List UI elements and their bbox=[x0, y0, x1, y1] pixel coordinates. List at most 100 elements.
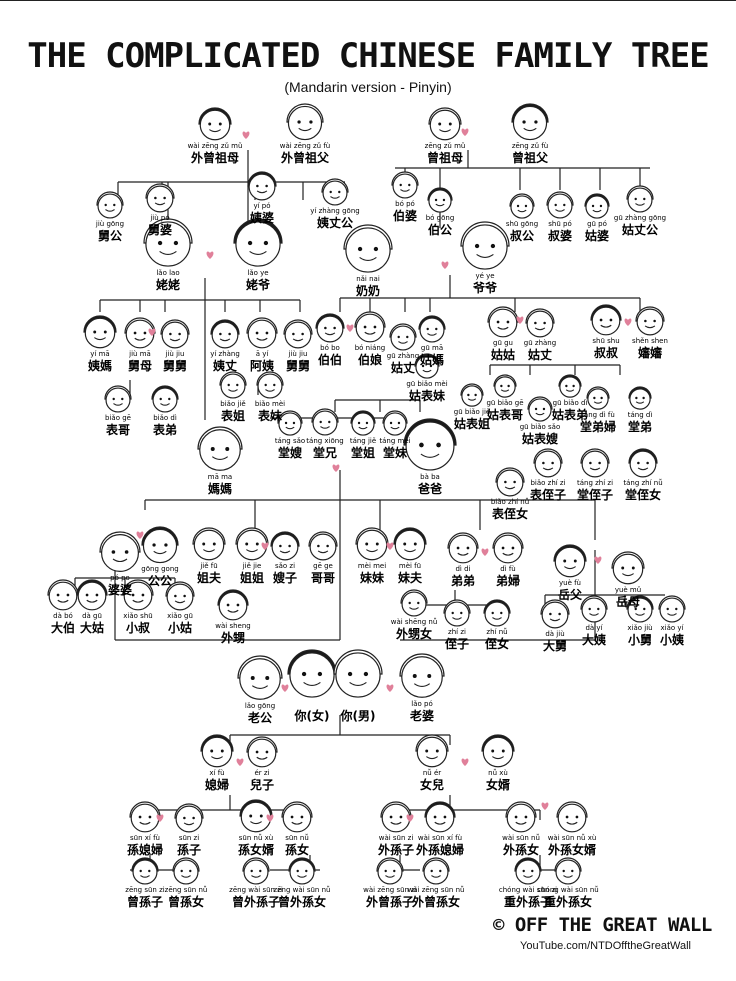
left-eye bbox=[496, 320, 500, 324]
pinyin-label: gū mā bbox=[421, 344, 443, 352]
person-79 bbox=[287, 649, 337, 698]
left-eye bbox=[501, 546, 505, 550]
face-outline bbox=[243, 859, 269, 885]
mouth bbox=[517, 209, 527, 213]
right-eye bbox=[163, 196, 166, 200]
hanzi-label: 姑表哥 bbox=[487, 407, 523, 422]
left-eye bbox=[634, 197, 637, 201]
mouth bbox=[535, 412, 545, 416]
mouth bbox=[366, 549, 378, 553]
person-97 bbox=[288, 857, 316, 885]
face-outline bbox=[152, 387, 178, 413]
mouth bbox=[113, 403, 123, 406]
pinyin-label: zēng wài sūn zi bbox=[229, 886, 283, 894]
face-outline bbox=[316, 315, 344, 343]
heart-icon bbox=[386, 542, 394, 550]
face-outline bbox=[289, 652, 335, 698]
heart-icon bbox=[136, 531, 144, 539]
person-92 bbox=[505, 801, 537, 833]
mouth bbox=[265, 389, 275, 392]
person-28 bbox=[418, 315, 446, 343]
hanzi-label: 姨丈公 bbox=[317, 215, 353, 230]
mouth bbox=[398, 341, 408, 344]
mouth bbox=[667, 613, 677, 616]
left-eye bbox=[554, 203, 557, 207]
left-eye bbox=[301, 671, 307, 677]
right-eye bbox=[183, 594, 186, 598]
mouth bbox=[159, 250, 177, 255]
left-eye bbox=[210, 447, 215, 451]
pinyin-label: wài sūn xí fù bbox=[418, 834, 462, 842]
person-89 bbox=[281, 801, 313, 833]
left-eye bbox=[397, 335, 400, 339]
face-outline bbox=[239, 658, 281, 700]
left-eye bbox=[138, 815, 142, 819]
person-60 bbox=[355, 527, 389, 561]
left-eye bbox=[159, 397, 162, 401]
left-eye bbox=[542, 461, 545, 465]
person-52 bbox=[628, 448, 658, 478]
pinyin-label: yé ye bbox=[475, 272, 494, 280]
person-10 bbox=[427, 187, 453, 213]
pinyin-label: mèi fū bbox=[399, 562, 421, 570]
left-eye bbox=[245, 542, 249, 546]
person-91 bbox=[424, 801, 456, 833]
hanzi-label: 姑姑 bbox=[491, 347, 515, 362]
right-eye bbox=[408, 183, 411, 187]
person-29 bbox=[487, 306, 519, 338]
right-eye bbox=[600, 396, 603, 400]
left-eye bbox=[292, 332, 295, 336]
person-7 bbox=[247, 171, 277, 201]
person-43 bbox=[628, 386, 652, 410]
pinyin-label: pó po bbox=[110, 574, 130, 582]
person-82 bbox=[200, 734, 234, 768]
hanzi-label: 外曾孫子 bbox=[366, 894, 414, 909]
pinyin-label: gū biǎo sǎo bbox=[520, 423, 561, 431]
face-outline bbox=[173, 859, 199, 885]
person-75 bbox=[580, 595, 608, 623]
person-61 bbox=[393, 527, 427, 561]
face-outline bbox=[515, 859, 541, 885]
mouth bbox=[409, 607, 419, 610]
left-eye bbox=[324, 326, 327, 330]
right-eye bbox=[643, 197, 646, 201]
mouth bbox=[291, 821, 303, 825]
face-outline bbox=[146, 185, 174, 213]
person-55 bbox=[141, 526, 179, 564]
right-eye bbox=[103, 330, 107, 334]
right-eye bbox=[141, 593, 145, 597]
face-outline bbox=[312, 410, 338, 436]
left-eye bbox=[297, 120, 301, 124]
heart-icon bbox=[406, 814, 414, 822]
left-eye bbox=[491, 749, 495, 753]
person-31 bbox=[590, 304, 622, 336]
left-eye bbox=[389, 815, 393, 819]
left-eye bbox=[357, 246, 363, 252]
face-outline bbox=[381, 803, 411, 833]
mouth bbox=[457, 552, 469, 556]
right-eye bbox=[168, 397, 171, 401]
pinyin-label: ér zi bbox=[254, 769, 269, 777]
pinyin-label: táng dì fù bbox=[581, 411, 615, 419]
hanzi-label: 伯婆 bbox=[393, 208, 417, 223]
mouth bbox=[211, 756, 223, 760]
hanzi-label: 表侄子 bbox=[529, 487, 566, 502]
mouth bbox=[94, 337, 106, 341]
mouth bbox=[644, 325, 656, 329]
person-9 bbox=[391, 171, 419, 199]
face-outline bbox=[636, 308, 664, 336]
right-eye bbox=[263, 240, 269, 246]
person-27 bbox=[389, 323, 417, 351]
right-eye bbox=[173, 240, 179, 246]
right-eye bbox=[448, 122, 452, 126]
face-outline bbox=[506, 803, 536, 833]
hanzi-label: 大伯 bbox=[51, 620, 75, 635]
right-eye bbox=[435, 749, 439, 753]
pinyin-label: táng xiōng bbox=[306, 437, 343, 445]
person-67 bbox=[76, 579, 108, 611]
left-eye bbox=[139, 869, 142, 873]
left-eye bbox=[169, 332, 172, 336]
mouth bbox=[209, 129, 221, 133]
mouth bbox=[169, 338, 181, 342]
face-outline bbox=[199, 429, 241, 471]
